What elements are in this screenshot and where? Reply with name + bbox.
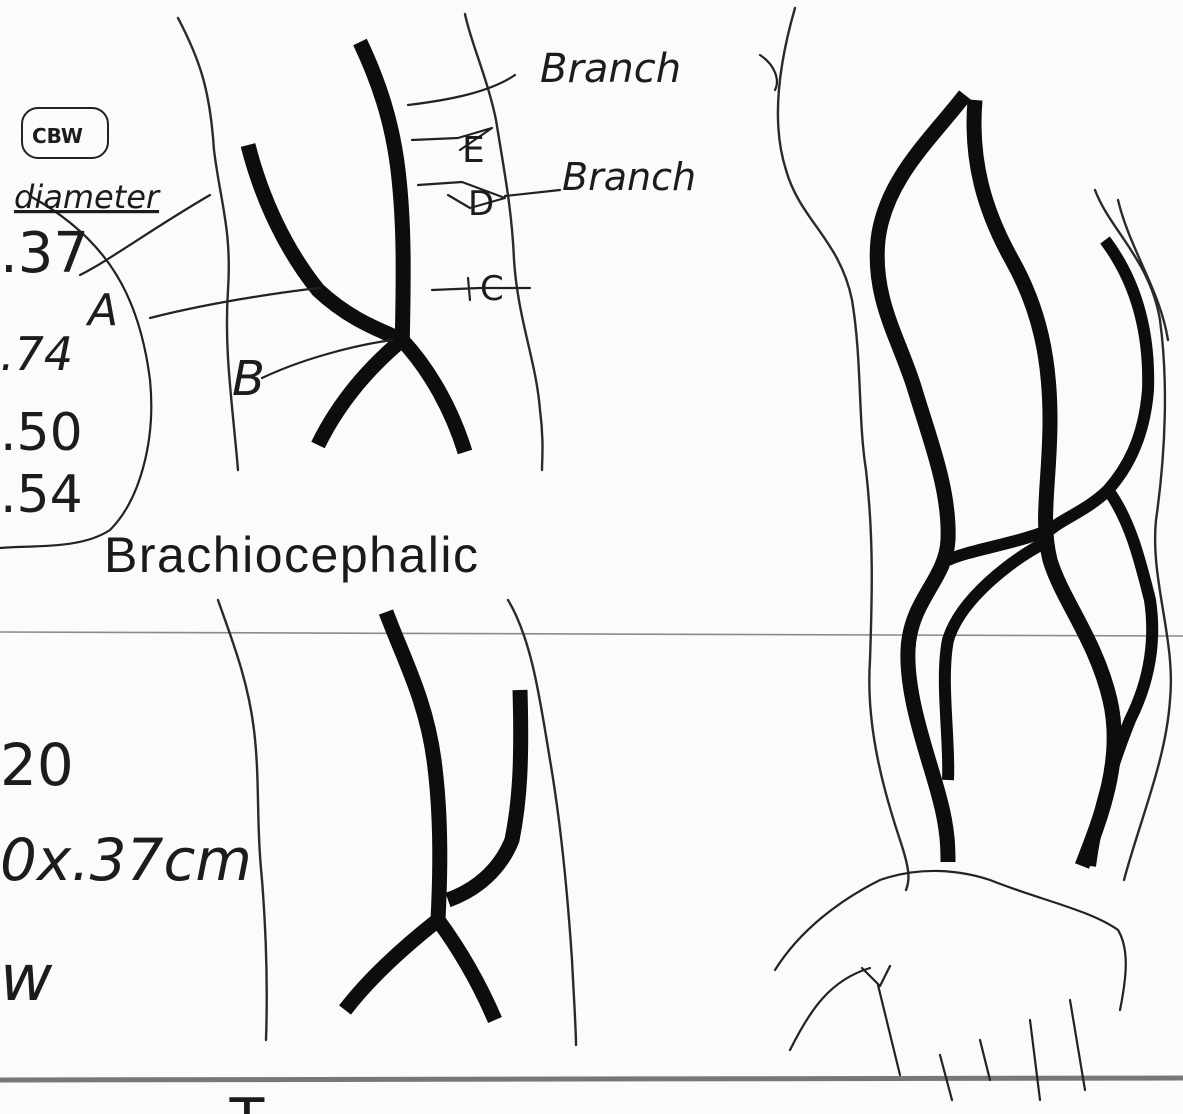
section-title: Brachiocephalic [104,527,479,583]
leader-branch-mid [505,190,560,196]
top-diagram-left-wall [178,18,238,470]
label-c: C [480,269,504,309]
label-branch-top: Branch [540,46,681,92]
lower-main-trunk-vessel [386,612,440,920]
leader-a [150,288,320,318]
right-inner-vessel [945,540,1050,780]
lower-note-3: w [0,942,53,1016]
right-diagram-left-wall [778,8,909,890]
lower-note-2: 0x.37cm [0,826,252,894]
value-2: .74 [0,327,73,381]
label-branch-mid: Branch [562,155,696,199]
label-d: D [468,184,494,224]
lower-right-fork-vessel [402,340,465,452]
lower-note-1: 20 [0,731,74,799]
label-e: E [462,130,485,171]
right-side-branch-vessel [1050,240,1148,530]
right-main-vessel [974,100,1114,866]
main-trunk-vessel [360,42,403,350]
value-3: .50 [0,403,83,463]
bottom-rule [0,1078,1183,1080]
diameter-header: diameter [14,178,161,216]
label-a: A [85,285,118,336]
lower-fork-right-vessel [438,920,495,1020]
value-4: .54 [0,465,83,525]
organ-outline [775,871,1126,1010]
lower-fork-left-vessel [345,920,438,1010]
left-branch-vessel [248,145,402,340]
page-divider-line [0,632,1183,636]
bottom-partial-title: T [228,1085,266,1114]
lower-right-branch-vessel [448,690,521,900]
branch-top-hook [760,55,777,90]
bottom-diagram-left-wall [218,600,267,1040]
value-1: .37 [0,221,89,286]
lower-left-fork-vessel [318,340,402,445]
leader-branch-top [408,75,515,105]
stamp-text: CBW [32,124,83,148]
label-b: B [232,351,265,407]
